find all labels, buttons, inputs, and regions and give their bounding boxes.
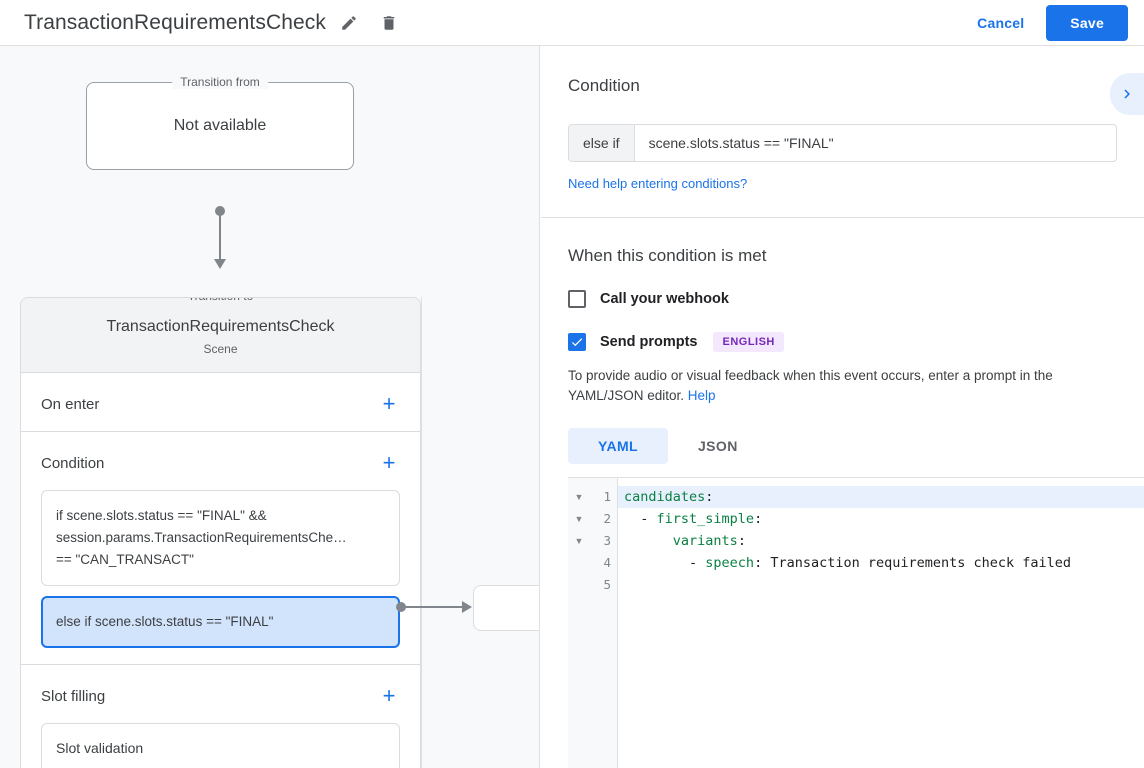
- tab-yaml[interactable]: YAML: [568, 428, 668, 464]
- slot-filling-title: Slot filling: [41, 687, 106, 705]
- details-pane: Condition else if Need help entering con…: [541, 46, 1144, 768]
- code-key: first_simple: [656, 511, 755, 527]
- code-key: candidates: [624, 489, 706, 505]
- add-slot-filling-button[interactable]: +: [382, 683, 396, 708]
- condition-input[interactable]: [634, 125, 1116, 161]
- line-number: 5: [603, 577, 611, 592]
- target-node-card[interactable]: [473, 585, 539, 631]
- trash-icon[interactable]: [372, 6, 406, 40]
- code-line: candidates:: [618, 486, 1144, 508]
- page-title: TransactionRequirementsCheck: [24, 10, 326, 34]
- graph-guide-line: [421, 297, 422, 768]
- scene-type: Scene: [203, 342, 238, 356]
- fold-spacer: [568, 574, 590, 596]
- send-prompts-row: Send prompts ENGLISH: [568, 332, 1117, 352]
- fold-toggle-icon[interactable]: ▼: [574, 492, 584, 502]
- line-number: 2: [603, 511, 611, 526]
- topbar: TransactionRequirementsCheck Cancel Save: [0, 0, 1144, 46]
- code-indent: -: [624, 555, 706, 571]
- condition-heading: Condition: [568, 76, 640, 95]
- add-on-enter-button[interactable]: +: [382, 391, 396, 416]
- divider: [541, 217, 1144, 218]
- editor-tabs: YAML JSON: [568, 428, 1117, 464]
- code-value: Transaction requirements check failed: [762, 555, 1072, 571]
- prompts-description-text: To provide audio or visual feedback when…: [568, 368, 1053, 403]
- transition-from-legend: Transition from: [172, 75, 268, 89]
- condition-card-selected[interactable]: else if scene.slots.status == "FINAL": [41, 596, 400, 648]
- edge-source-dot: [396, 602, 406, 612]
- condition-line: session.params.TransactionRequirementsCh…: [56, 530, 347, 545]
- when-met-section: When this condition is met Call your web…: [541, 218, 1144, 464]
- connector-arrow: [214, 259, 226, 269]
- when-met-heading: When this condition is met: [568, 246, 767, 265]
- code-key: speech: [705, 555, 755, 571]
- editor-fold-gutter: ▼ ▼ ▼: [568, 478, 590, 768]
- code-colon: :: [754, 511, 763, 527]
- transition-from-value: Not available: [173, 117, 267, 134]
- slot-filling-list: Slot validation TransactionRequirementsC…: [21, 723, 420, 768]
- line-number: 1: [603, 489, 611, 504]
- on-enter-title: On enter: [41, 395, 100, 413]
- prompts-description: To provide audio or visual feedback when…: [568, 366, 1117, 406]
- code-line: - first_simple:: [618, 508, 1144, 530]
- help-conditions-link[interactable]: Need help entering conditions?: [568, 176, 748, 191]
- code-colon: :: [737, 533, 746, 549]
- yaml-editor[interactable]: ▼ ▼ ▼ 1 2 3 4 5 candidates: - first_simp…: [568, 477, 1144, 768]
- condition-section: Condition else if Need help entering con…: [541, 46, 1144, 193]
- line-number: 3: [603, 533, 611, 548]
- condition-title: Condition: [41, 454, 105, 472]
- code-line: variants:: [618, 530, 1144, 552]
- language-badge: ENGLISH: [713, 332, 784, 352]
- cancel-button[interactable]: Cancel: [965, 7, 1036, 39]
- save-button[interactable]: Save: [1046, 4, 1128, 41]
- add-condition-button[interactable]: +: [382, 450, 396, 475]
- code-line: [618, 574, 1144, 596]
- code-indent: [624, 533, 673, 549]
- help-link[interactable]: Help: [687, 388, 716, 403]
- transition-to-legend: Transition to: [179, 298, 262, 303]
- condition-line: if scene.slots.status == "FINAL" &&: [56, 508, 267, 523]
- on-enter-header: On enter +: [21, 373, 420, 431]
- condition-list: if scene.slots.status == "FINAL" && sess…: [21, 490, 420, 664]
- call-webhook-checkbox[interactable]: [568, 290, 586, 308]
- connector-line: [219, 211, 221, 263]
- transition-to-card: Transition to TransactionRequirementsChe…: [20, 297, 421, 768]
- slot-card[interactable]: Slot validation: [41, 723, 400, 768]
- condition-card[interactable]: if scene.slots.status == "FINAL" && sess…: [41, 490, 400, 586]
- tab-json[interactable]: JSON: [697, 438, 738, 454]
- condition-prefix-label: else if: [569, 125, 635, 161]
- code-key: variants: [672, 533, 738, 549]
- pencil-icon[interactable]: [332, 6, 366, 40]
- code-indent: -: [624, 511, 657, 527]
- send-prompts-label: Send prompts: [600, 334, 698, 350]
- section-on-enter: On enter +: [21, 373, 420, 432]
- transition-from-card[interactable]: Transition from Not available: [86, 75, 354, 170]
- line-number: 4: [603, 555, 611, 570]
- scene-header[interactable]: Transition to TransactionRequirementsChe…: [21, 298, 420, 373]
- condition-line: else if scene.slots.status == "FINAL": [56, 614, 274, 629]
- code-colon: :: [705, 489, 714, 505]
- section-slot-filling: Slot filling + Slot validation Transacti…: [21, 665, 420, 768]
- chevron-right-icon[interactable]: [1110, 73, 1144, 115]
- edge-line: [404, 606, 466, 608]
- fold-toggle-icon[interactable]: ▼: [574, 536, 584, 546]
- condition-header: Condition +: [21, 432, 420, 490]
- condition-line: == "CAN_TRANSACT": [56, 552, 194, 567]
- fold-spacer: [568, 552, 590, 574]
- scene-name: TransactionRequirementsCheck: [106, 318, 335, 335]
- code-colon: :: [754, 555, 763, 571]
- slot-filling-header: Slot filling +: [21, 665, 420, 723]
- graph-pane: Transition from Not available Transition…: [0, 46, 540, 768]
- editor-code-area[interactable]: candidates: - first_simple: variants: - …: [618, 478, 1144, 768]
- call-webhook-label: Call your webhook: [600, 291, 729, 307]
- condition-input-row: else if: [568, 124, 1117, 162]
- send-prompts-checkbox[interactable]: [568, 333, 586, 351]
- code-line: - speech: Transaction requirements check…: [618, 552, 1144, 574]
- section-condition: Condition + if scene.slots.status == "FI…: [21, 432, 420, 665]
- fold-toggle-icon[interactable]: ▼: [574, 514, 584, 524]
- editor-line-numbers: 1 2 3 4 5: [590, 478, 618, 768]
- edge-arrow: [462, 601, 472, 613]
- webhook-row: Call your webhook: [568, 290, 1117, 308]
